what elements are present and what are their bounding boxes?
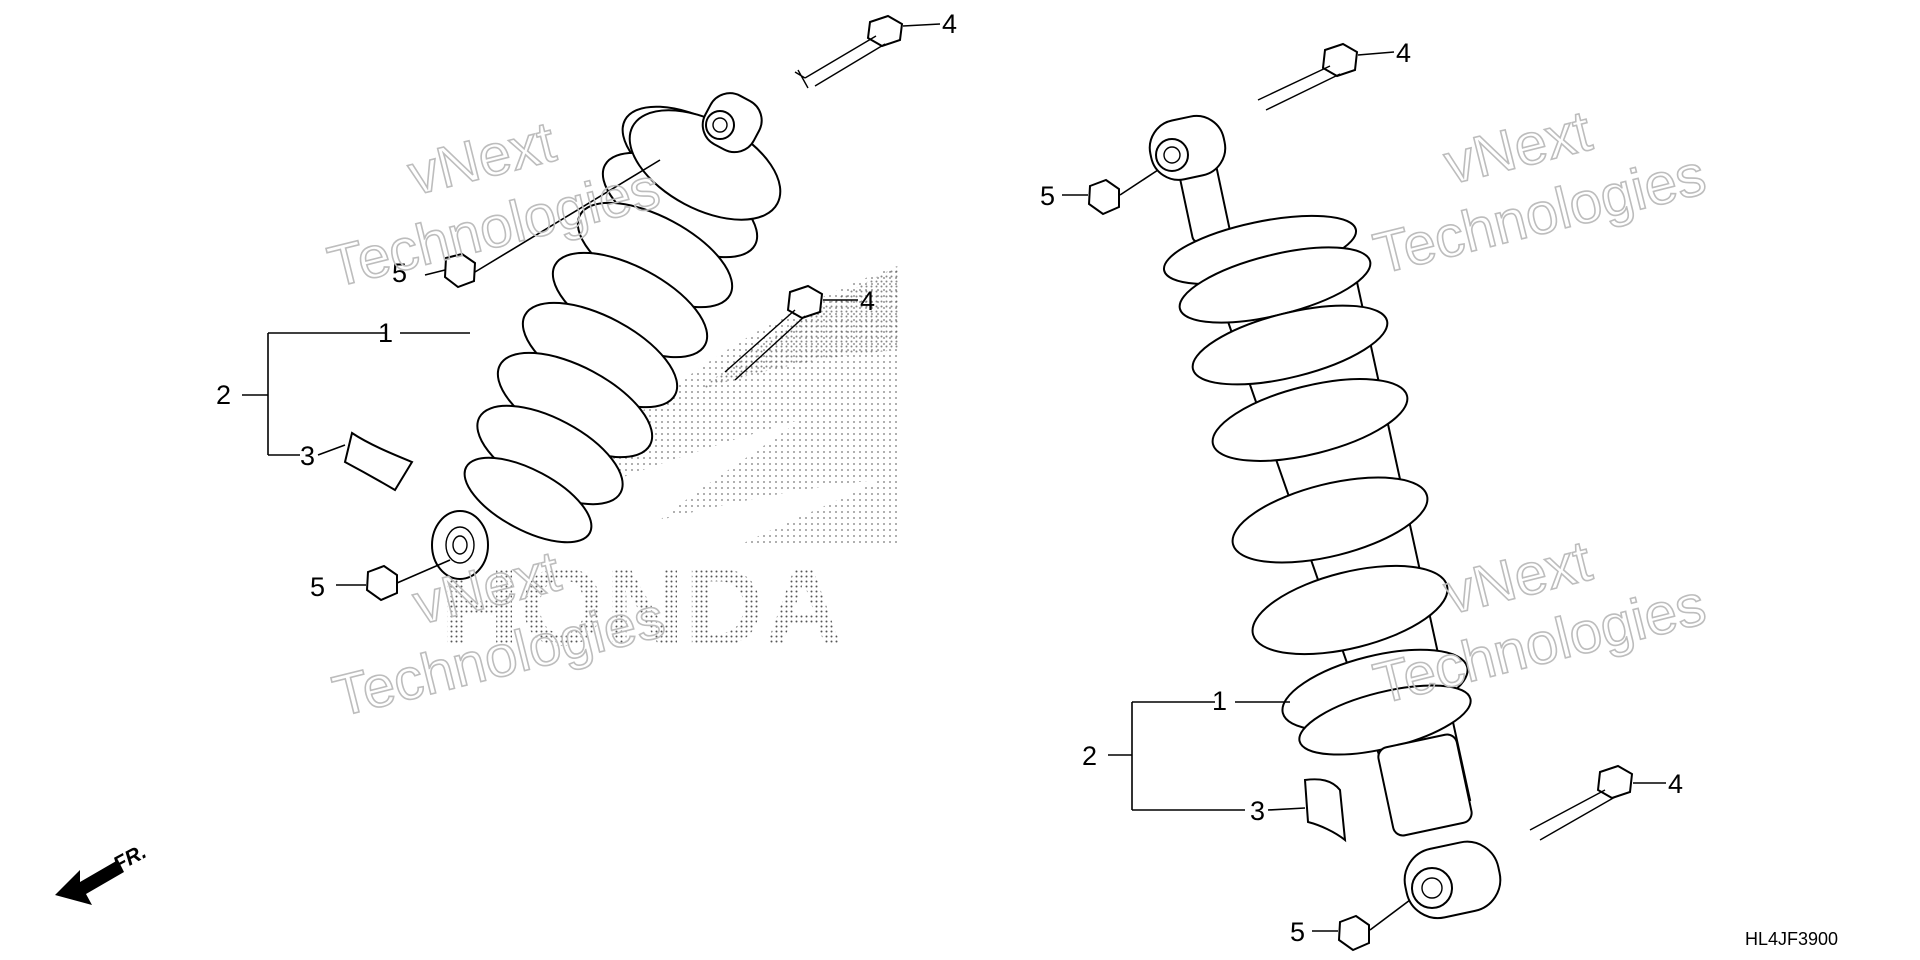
left-callout-top-bolt: 4 xyxy=(942,9,957,39)
right-callout-bottom-nut: 5 xyxy=(1290,917,1305,947)
left-bottom-bolt-icon xyxy=(724,284,824,381)
left-top-eye xyxy=(701,92,763,154)
left-callout-bottom-nut: 5 xyxy=(310,572,325,602)
right-shock-assembly: 4 5 1 2 3 4 5 xyxy=(1040,38,1683,952)
left-bottom-nut-icon xyxy=(365,564,398,602)
drawing-code: HL4JF3900 xyxy=(1745,929,1838,949)
right-callout-top-nut: 5 xyxy=(1040,181,1055,211)
right-callout-bottom-bolt: 4 xyxy=(1668,769,1683,799)
right-callout-label: 3 xyxy=(1250,796,1265,826)
left-top-bolt-icon xyxy=(794,14,904,89)
right-bottom-nut-icon xyxy=(1337,914,1370,952)
honda-logo-text: HONDA xyxy=(440,546,843,669)
front-direction-indicator: FR. xyxy=(55,840,150,905)
right-lower-tube xyxy=(1377,733,1473,837)
right-bottom-eye xyxy=(1403,840,1502,920)
front-arrow-icon xyxy=(55,860,124,905)
left-callout-bottom-bolt: 4 xyxy=(860,286,875,316)
left-label-piece xyxy=(343,431,414,492)
right-spring xyxy=(1178,246,1472,756)
right-callout-assembly: 2 xyxy=(1082,741,1097,771)
left-shock-assembly: 4 5 1 2 3 4 5 xyxy=(216,9,957,602)
left-callout-label: 3 xyxy=(300,441,315,471)
right-label-piece xyxy=(1303,778,1347,843)
right-top-bolt-icon xyxy=(1257,42,1359,111)
watermark-2: vNext Technologies xyxy=(1367,97,1713,287)
left-top-nut-icon xyxy=(443,252,477,289)
left-callout-top-nut: 5 xyxy=(392,258,407,288)
honda-wing-logo: HONDA xyxy=(440,265,900,669)
right-leader-lines xyxy=(1062,51,1666,932)
left-callout-shock: 1 xyxy=(378,318,393,348)
right-callout-top-bolt: 4 xyxy=(1396,38,1411,68)
right-bottom-bolt-icon xyxy=(1529,764,1634,841)
right-callout-shock: 1 xyxy=(1212,686,1227,716)
left-callout-assembly: 2 xyxy=(216,380,231,410)
left-leader-lines xyxy=(242,23,941,586)
right-top-eye xyxy=(1148,114,1227,181)
right-top-nut-icon xyxy=(1087,178,1120,216)
